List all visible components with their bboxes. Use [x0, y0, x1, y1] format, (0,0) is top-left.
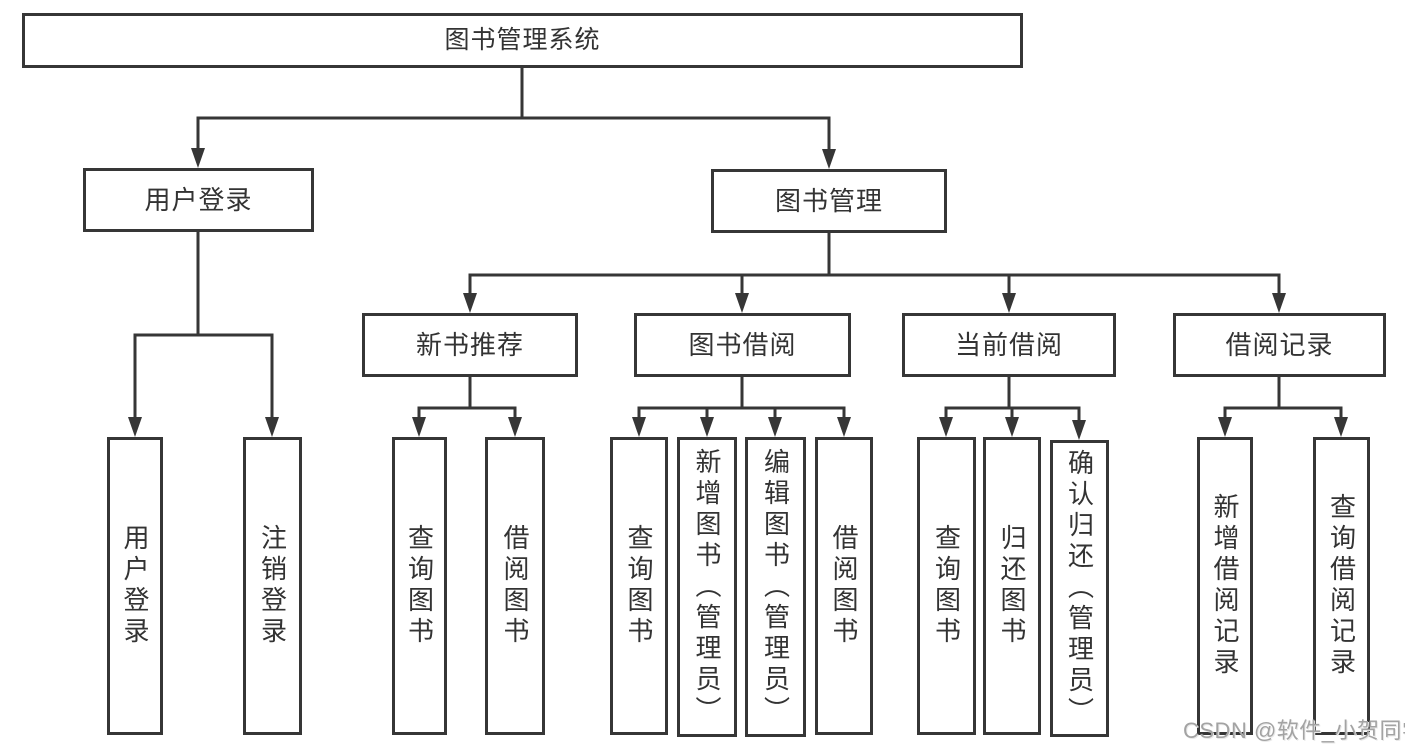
node-label: 编辑图书（管理员）: [760, 447, 791, 727]
node-query-borrow-record: 查询借阅记录: [1313, 437, 1370, 735]
node-label: 当前借阅: [954, 330, 1063, 360]
node-borrow-books-leaf: 借阅图书: [815, 437, 873, 735]
node-query-books-borrowing: 查询图书: [610, 437, 668, 735]
csdn-watermark: CSDN @软件_小贺同学: [1183, 718, 1405, 743]
node-label: 图书借阅: [688, 330, 797, 360]
node-label: 新增借阅记录: [1210, 493, 1240, 679]
node-query-books-current: 查询图书: [917, 437, 976, 735]
node-add-borrow-record: 新增借阅记录: [1197, 437, 1253, 735]
node-label: 注销登录: [257, 524, 288, 648]
node-edit-books-admin: 编辑图书（管理员）: [745, 437, 806, 737]
node-label: 确认归还（管理员）: [1064, 449, 1095, 728]
node-borrow-books-recommendation: 借阅图书: [485, 437, 545, 735]
node-user-login-branch: 用户登录: [83, 168, 314, 232]
node-query-books-recommendation: 查询图书: [392, 437, 447, 735]
node-label: 查询图书: [404, 524, 435, 648]
node-label: 图书管理: [774, 186, 883, 216]
node-label: 借阅记录: [1225, 330, 1334, 360]
node-book-management-branch: 图书管理: [711, 169, 947, 233]
node-library-management-system-root: 图书管理系统: [22, 13, 1023, 68]
node-current-borrowing: 当前借阅: [902, 313, 1116, 377]
node-label: 图书管理系统: [444, 26, 601, 54]
node-label: 用户登录: [120, 524, 150, 648]
node-label: 用户登录: [144, 185, 253, 215]
node-label: 借阅图书: [500, 524, 530, 648]
node-label: 归还图书: [997, 524, 1027, 648]
node-label: 借阅图书: [829, 524, 859, 648]
node-label: 查询图书: [931, 524, 962, 648]
node-logout-leaf: 注销登录: [243, 437, 302, 735]
node-label: 查询借阅记录: [1326, 493, 1357, 679]
node-confirm-return-admin: 确认归还（管理员）: [1050, 440, 1109, 737]
node-book-borrowing: 图书借阅: [634, 313, 851, 377]
node-new-book-recommendation: 新书推荐: [362, 313, 578, 377]
node-label: 新增图书（管理员）: [692, 447, 722, 727]
node-borrowing-records: 借阅记录: [1173, 313, 1386, 377]
node-label: 新书推荐: [415, 330, 524, 360]
node-label: 查询图书: [624, 524, 654, 648]
node-return-books: 归还图书: [983, 437, 1041, 735]
node-user-login-leaf: 用户登录: [107, 437, 163, 735]
node-add-books-admin: 新增图书（管理员）: [677, 437, 737, 737]
